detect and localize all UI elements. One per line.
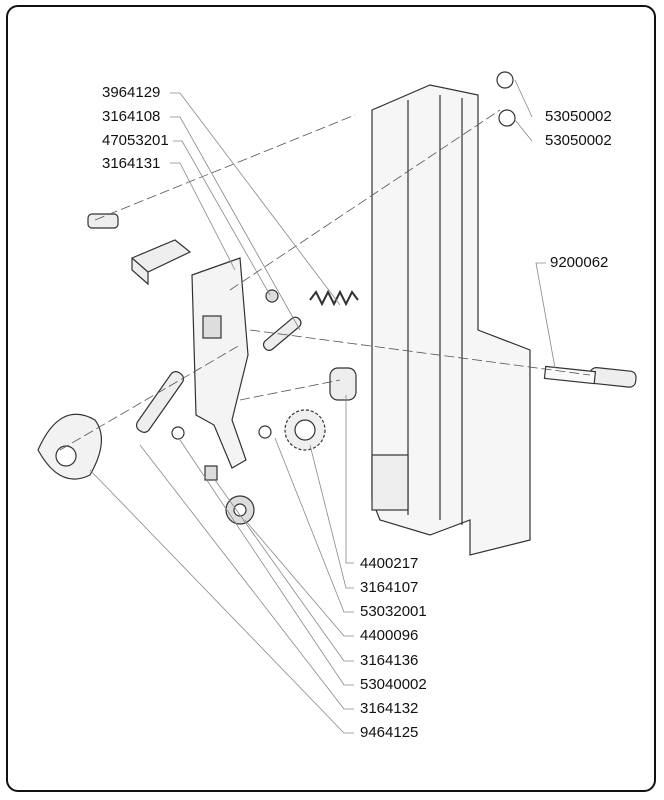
needle-bearing [329,367,357,401]
pin-long [589,366,637,388]
part-label: 9200062 [550,254,609,271]
part-label: 53032001 [360,603,427,620]
housing-block [371,454,409,511]
clamp-block [130,239,192,286]
e-clip-left [171,426,185,440]
diagram-frame [6,5,656,792]
part-label: 3164132 [360,700,419,717]
part-label: 3964129 [102,84,161,101]
main-housing [371,84,531,556]
part-label: 4400217 [360,555,419,572]
part-label: 53040002 [360,676,427,693]
part-label: 9464125 [360,724,419,741]
part-label: 3164131 [102,155,161,172]
pin-short [262,316,302,352]
part-label: 4400096 [360,627,419,644]
part-label: 47053201 [102,132,169,149]
bracket-window [202,315,222,339]
part-label: 3164108 [102,108,161,125]
part-label: 3164107 [360,579,419,596]
e-clip-right [258,425,272,439]
bracket-plate [191,257,249,469]
spring [309,289,359,307]
e-clip-top [496,71,514,89]
part-label: 53050002 [545,132,612,149]
set-screw [204,465,218,481]
e-clip-second [498,109,516,127]
part-label: 3164136 [360,652,419,669]
part-label: 53050002 [545,108,612,125]
cap-screw [87,213,119,229]
housing-channel [407,95,463,525]
shaft-pin [135,371,185,433]
